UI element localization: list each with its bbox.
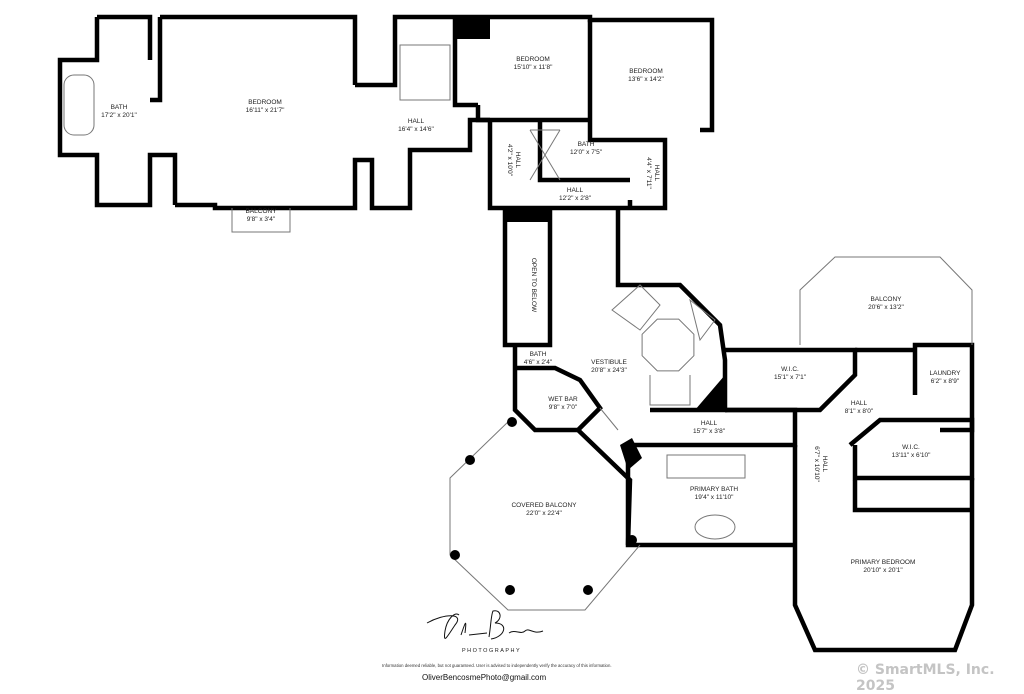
fixtures [63, 44, 973, 611]
wall-segment [615, 210, 728, 413]
wall-segment [512, 345, 603, 433]
bathtub [63, 74, 95, 136]
chimney-block [505, 208, 550, 222]
column [583, 585, 593, 595]
covered-balcony-railing [449, 407, 641, 611]
room-wic-1: W.I.C.15'1" x 7'1" [773, 366, 807, 381]
bathtub [694, 514, 736, 540]
wall-segment [355, 14, 715, 133]
balcony-railing [231, 208, 291, 233]
wall-segment [852, 480, 972, 513]
column [465, 455, 475, 465]
copyright-watermark: © SmartMLS, Inc. 2025 [856, 662, 995, 694]
chimney-block [456, 17, 490, 39]
solid-wall-block [620, 375, 725, 470]
wall-segment [855, 342, 975, 433]
room-wic-2: W.I.C.13'11" x 6'10" [891, 444, 931, 459]
octagon-stair-well [641, 318, 695, 372]
wall-segment [576, 428, 633, 546]
column [627, 535, 637, 545]
open-to-below: OPEN TO BELOW [530, 257, 537, 313]
photographer-signature-logo [426, 610, 544, 640]
wall-segment [475, 105, 630, 183]
disclaimer: Information deemed reliable, but not gua… [382, 663, 612, 668]
column [507, 417, 517, 427]
staircase [399, 44, 716, 406]
column [505, 585, 515, 595]
wall-segment [57, 14, 178, 208]
photography-label: PHOTOGRAPHY [462, 648, 522, 654]
wall-segment [502, 210, 553, 348]
walls [57, 14, 975, 653]
wall-segment [487, 20, 668, 211]
column [450, 550, 460, 560]
wall-segment [150, 14, 490, 211]
balcony-railing [799, 256, 973, 345]
solid-columns [450, 17, 725, 595]
shower [529, 129, 746, 479]
wall-segment [792, 445, 975, 653]
contact-email: OliverBencosmePhoto@gmail.com [422, 673, 547, 682]
wall-segment [848, 417, 975, 481]
